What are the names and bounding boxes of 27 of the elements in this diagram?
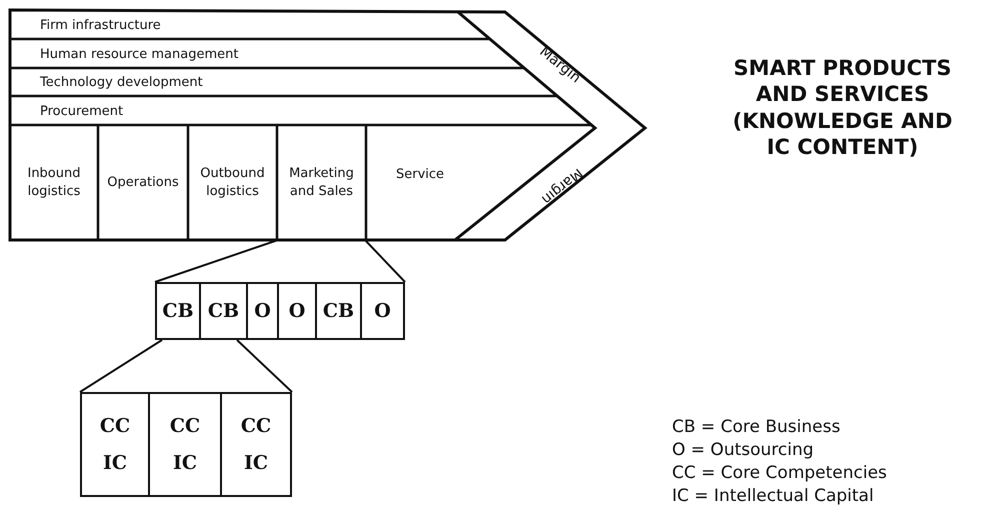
- key-text: CB = Core Business: [672, 417, 840, 437]
- activity-label: Operations: [99, 126, 187, 240]
- activity-label: Procurement: [40, 97, 440, 125]
- category-box: O: [246, 282, 279, 340]
- category-box: O: [277, 282, 317, 340]
- key-text: O = Outsourcing: [672, 440, 814, 460]
- category-box: CC IC: [220, 392, 292, 497]
- activity-label: Firm infrastructure: [40, 12, 440, 39]
- category-box: CB: [199, 282, 248, 340]
- category-box: CC IC: [80, 392, 150, 497]
- connector-line: [236, 339, 293, 393]
- heading-text: SMART PRODUCTS AND SERVICES (KNOWLEDGE AND IC CONTENT): [732, 55, 954, 160]
- category-box: CC IC: [148, 392, 222, 497]
- connector-line: [79, 339, 163, 393]
- activity-label: Outbound logistics: [189, 126, 276, 240]
- connector-line: [154, 239, 278, 283]
- activity-label: Service: [380, 140, 460, 210]
- activity-label: Human resource management: [40, 40, 440, 68]
- key-text: IC = Intellectual Capital: [672, 486, 874, 506]
- connector-line: [364, 239, 406, 283]
- category-box: CB: [155, 282, 201, 340]
- category-box: CB: [315, 282, 362, 340]
- category-box: O: [360, 282, 405, 340]
- activity-label: Inbound logistics: [11, 126, 97, 240]
- activity-label: Marketing and Sales: [278, 126, 365, 240]
- activity-label: Technology development: [40, 69, 440, 96]
- key-text: CC = Core Competencies: [672, 463, 887, 483]
